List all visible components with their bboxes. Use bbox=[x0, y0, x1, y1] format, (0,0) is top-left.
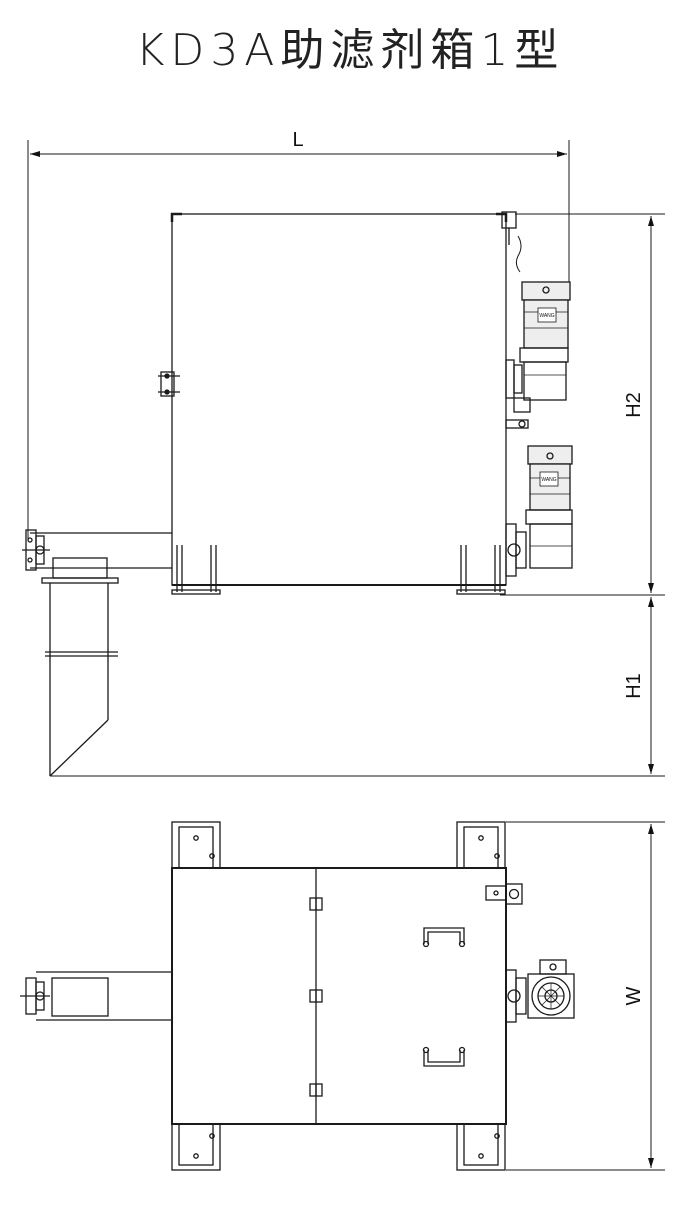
leg-plate-top-right bbox=[456, 821, 506, 869]
lower-motor: WANG bbox=[505, 445, 573, 577]
sensor-bracket bbox=[485, 883, 523, 905]
discharge-chute bbox=[41, 557, 119, 777]
support-leg-right bbox=[456, 545, 506, 595]
leg-plate-bottom-left bbox=[171, 1123, 221, 1171]
dimension-label-L: L bbox=[292, 129, 303, 151]
lower-motor-label: WANG bbox=[541, 477, 556, 483]
support-leg-left bbox=[171, 545, 221, 595]
tank-body bbox=[170, 212, 508, 586]
level-sensor bbox=[501, 211, 522, 273]
dimension-W: W bbox=[506, 821, 665, 1171]
upper-motor: WANG bbox=[505, 281, 571, 429]
side-latch bbox=[158, 371, 180, 397]
tank-lid bbox=[171, 867, 507, 1125]
top-view: W bbox=[20, 821, 665, 1171]
lid-handle-lower bbox=[422, 1046, 466, 1067]
front-elevation: L H2 H1 bbox=[22, 129, 665, 777]
upper-motor-label: WANG bbox=[539, 313, 554, 319]
lid-handle-upper bbox=[422, 927, 466, 948]
dimension-label-H2: H2 bbox=[623, 392, 645, 418]
leg-plate-bottom-right bbox=[456, 1123, 506, 1171]
leg-plate-top-left bbox=[171, 821, 221, 869]
drawing-title: KD3A助滤剂箱1型 bbox=[135, 25, 565, 76]
screw-conveyor bbox=[22, 529, 172, 571]
dimension-H2: H2 bbox=[500, 213, 665, 596]
dimension-H1: H1 bbox=[50, 597, 665, 777]
drive-motor-plan bbox=[505, 959, 575, 1023]
dimension-label-H1: H1 bbox=[623, 673, 645, 699]
lid-hinges bbox=[309, 897, 323, 1097]
screw-conveyor-plan bbox=[20, 971, 172, 1021]
dimension-label-W: W bbox=[623, 986, 645, 1005]
dimension-L: L bbox=[27, 129, 570, 540]
